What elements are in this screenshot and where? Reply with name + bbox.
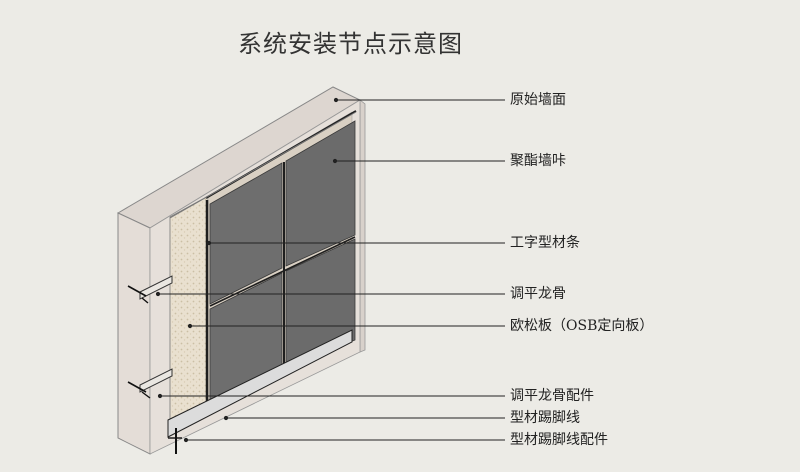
label-leveling-keel: 调平龙骨 [510, 286, 566, 302]
panel-lower-right [285, 238, 356, 369]
panel-upper-right [285, 120, 356, 267]
leveling-keel-upper [127, 275, 173, 304]
label-skirting-fitting: 型材踢脚线配件 [510, 432, 608, 448]
wall-front-face [117, 212, 151, 455]
panel-upper-left [209, 162, 283, 305]
leveling-keel-lower [127, 368, 173, 399]
label-keel-fitting: 调平龙骨配件 [510, 388, 594, 404]
label-polyester-panel: 聚酯墙咔 [510, 153, 566, 169]
osb-board [169, 195, 209, 433]
leader-lines [155, 97, 505, 443]
label-original-wall: 原始墙面 [510, 92, 566, 108]
label-osb-board: 欧松板（OSB定向板） [510, 318, 654, 334]
label-i-profile-strip: 工字型材条 [510, 235, 580, 251]
skirting-profile [167, 329, 353, 438]
i-profile-top-inner [169, 111, 357, 219]
label-skirting-profile: 型材踢脚线 [510, 410, 580, 426]
diagram-title: 系统安装节点示意图 [238, 30, 463, 58]
wall-right-edge [359, 99, 366, 353]
